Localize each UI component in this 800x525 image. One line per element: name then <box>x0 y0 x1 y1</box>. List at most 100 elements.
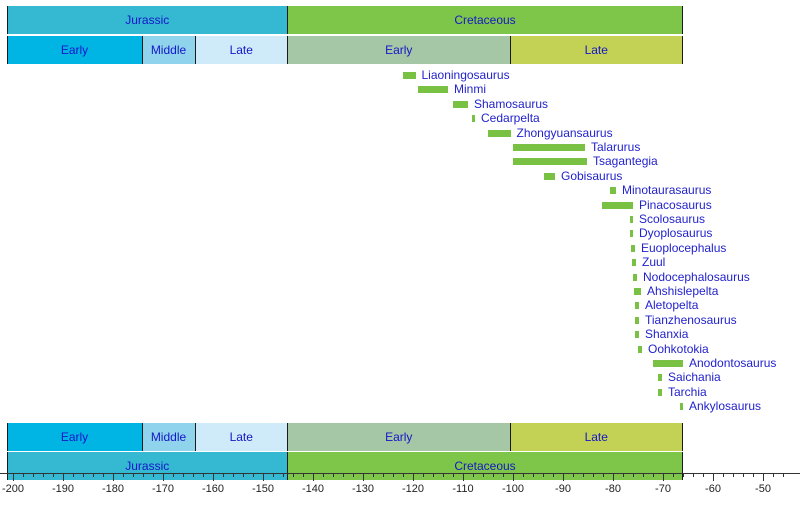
axis-tick-major <box>113 473 114 481</box>
epoch-segment-early-0: Early <box>6 36 143 64</box>
taxon-row[interactable]: Pinacosaurus <box>0 198 800 212</box>
period-segment-jurassic-0: Jurassic <box>6 6 288 34</box>
range-bar[interactable] <box>513 144 585 151</box>
axis-tick-minor <box>433 473 434 477</box>
taxon-row[interactable]: Gobisaurus <box>0 169 800 183</box>
range-bar[interactable] <box>632 259 636 267</box>
taxon-label: Ankylosaurus <box>689 399 762 414</box>
taxon-row[interactable]: Anodontosaurus <box>0 356 800 370</box>
range-bar[interactable] <box>658 388 662 396</box>
range-bar[interactable] <box>630 230 633 238</box>
axis-tick-minor <box>33 473 34 477</box>
range-bar[interactable] <box>418 86 448 94</box>
taxon-row[interactable]: Shamosaurus <box>0 97 800 111</box>
range-bar[interactable] <box>680 403 683 411</box>
range-bar[interactable] <box>635 316 639 324</box>
axis-tick-minor <box>193 473 194 477</box>
range-bar[interactable] <box>453 100 468 108</box>
taxon-label: Tianzhenosaurus <box>645 312 737 327</box>
taxon-label: Saichania <box>668 370 721 385</box>
axis-tick-minor <box>733 473 734 477</box>
epoch-segment-label: Early <box>60 430 89 444</box>
axis-tick-label: -110 <box>452 483 474 495</box>
axis-tick-minor <box>133 473 134 477</box>
axis-tick-minor <box>723 473 724 477</box>
range-bar[interactable] <box>602 201 633 209</box>
taxon-label: Dyoplosaurus <box>639 226 713 241</box>
taxon-row[interactable]: Zhongyuansaurus <box>0 126 800 140</box>
taxon-label: Cedarpelta <box>481 111 540 126</box>
range-bar[interactable] <box>633 273 637 281</box>
range-bar[interactable] <box>634 288 641 295</box>
taxon-label: Zhongyuansaurus <box>516 125 613 140</box>
taxon-row[interactable]: Ahshislepelta <box>0 284 800 298</box>
epoch-segment-label: Early <box>385 43 413 57</box>
axis-tick-minor <box>523 473 524 477</box>
axis-tick-minor <box>183 473 184 477</box>
epoch-segment-late-2: Late <box>195 36 288 64</box>
epoch-segment-late-4: Late <box>510 36 683 64</box>
axis-tick-minor <box>173 473 174 477</box>
range-bar[interactable] <box>488 129 511 137</box>
range-bar[interactable] <box>631 244 635 252</box>
axis-tick-minor <box>93 473 94 477</box>
taxon-row[interactable]: Oohkotokia <box>0 342 800 356</box>
axis-tick-minor <box>143 473 144 477</box>
range-bar[interactable] <box>635 331 639 339</box>
taxon-row[interactable]: Tarchia <box>0 385 800 399</box>
axis-tick-minor <box>783 473 784 477</box>
taxon-row[interactable]: Tianzhenosaurus <box>0 313 800 327</box>
range-bar[interactable] <box>658 374 662 382</box>
taxon-row[interactable]: Dyoplosaurus <box>0 226 800 240</box>
axis-tick-minor <box>703 473 704 477</box>
taxon-row[interactable]: Minmi <box>0 82 800 96</box>
axis-tick-label: -100 <box>501 483 525 495</box>
axis-tick-label: -170 <box>151 483 175 495</box>
axis-tick-major <box>13 473 14 481</box>
epoch-segment-early-3: Early <box>288 423 511 451</box>
epoch-segment-label: Middle <box>150 430 187 444</box>
taxon-row[interactable]: Aletopelta <box>0 298 800 312</box>
axis-tick-minor <box>443 473 444 477</box>
range-bar[interactable] <box>653 360 683 367</box>
epoch-segment-early-3: Early <box>288 36 511 64</box>
taxon-row[interactable]: Cedarpelta <box>0 111 800 125</box>
taxon-row[interactable]: Shanxia <box>0 327 800 341</box>
range-bar[interactable] <box>638 345 642 353</box>
axis-tick-major <box>363 473 364 481</box>
taxon-row[interactable]: Talarurus <box>0 140 800 154</box>
taxon-label: Ahshislepelta <box>647 284 719 298</box>
taxon-label: Tsagantegia <box>593 154 658 169</box>
taxon-row[interactable]: Ankylosaurus <box>0 399 800 413</box>
taxon-row[interactable]: Euoplocephalus <box>0 241 800 255</box>
taxon-row[interactable]: Liaoningosaurus <box>0 68 800 82</box>
epoch-segment-label: Early <box>385 430 413 444</box>
range-bar[interactable] <box>635 302 639 310</box>
taxon-row[interactable]: Zuul <box>0 255 800 269</box>
taxon-row[interactable]: Saichania <box>0 370 800 384</box>
range-bar[interactable] <box>513 158 587 166</box>
taxon-row[interactable]: Scolosaurus <box>0 212 800 226</box>
period-segment-label: Jurassic <box>125 13 170 27</box>
taxon-row[interactable]: Nodocephalosaurus <box>0 270 800 284</box>
axis-tick-minor <box>253 473 254 477</box>
axis-tick-major <box>463 473 464 481</box>
taxon-row[interactable]: Tsagantegia <box>0 154 800 168</box>
axis-tick-minor <box>153 473 154 477</box>
epoch-segment-label: Early <box>60 43 89 57</box>
axis-tick-minor <box>493 473 494 477</box>
range-bar[interactable] <box>472 115 475 123</box>
range-bar[interactable] <box>610 187 616 195</box>
range-bar[interactable] <box>630 216 633 223</box>
axis-tick-minor <box>373 473 374 477</box>
axis-tick-minor <box>753 473 754 477</box>
range-bar[interactable] <box>403 72 416 79</box>
range-bar[interactable] <box>544 172 555 180</box>
axis-tick-minor <box>73 473 74 477</box>
epoch-segment-early-0: Early <box>6 423 143 451</box>
taxon-row[interactable]: Minotaurasaurus <box>0 183 800 197</box>
